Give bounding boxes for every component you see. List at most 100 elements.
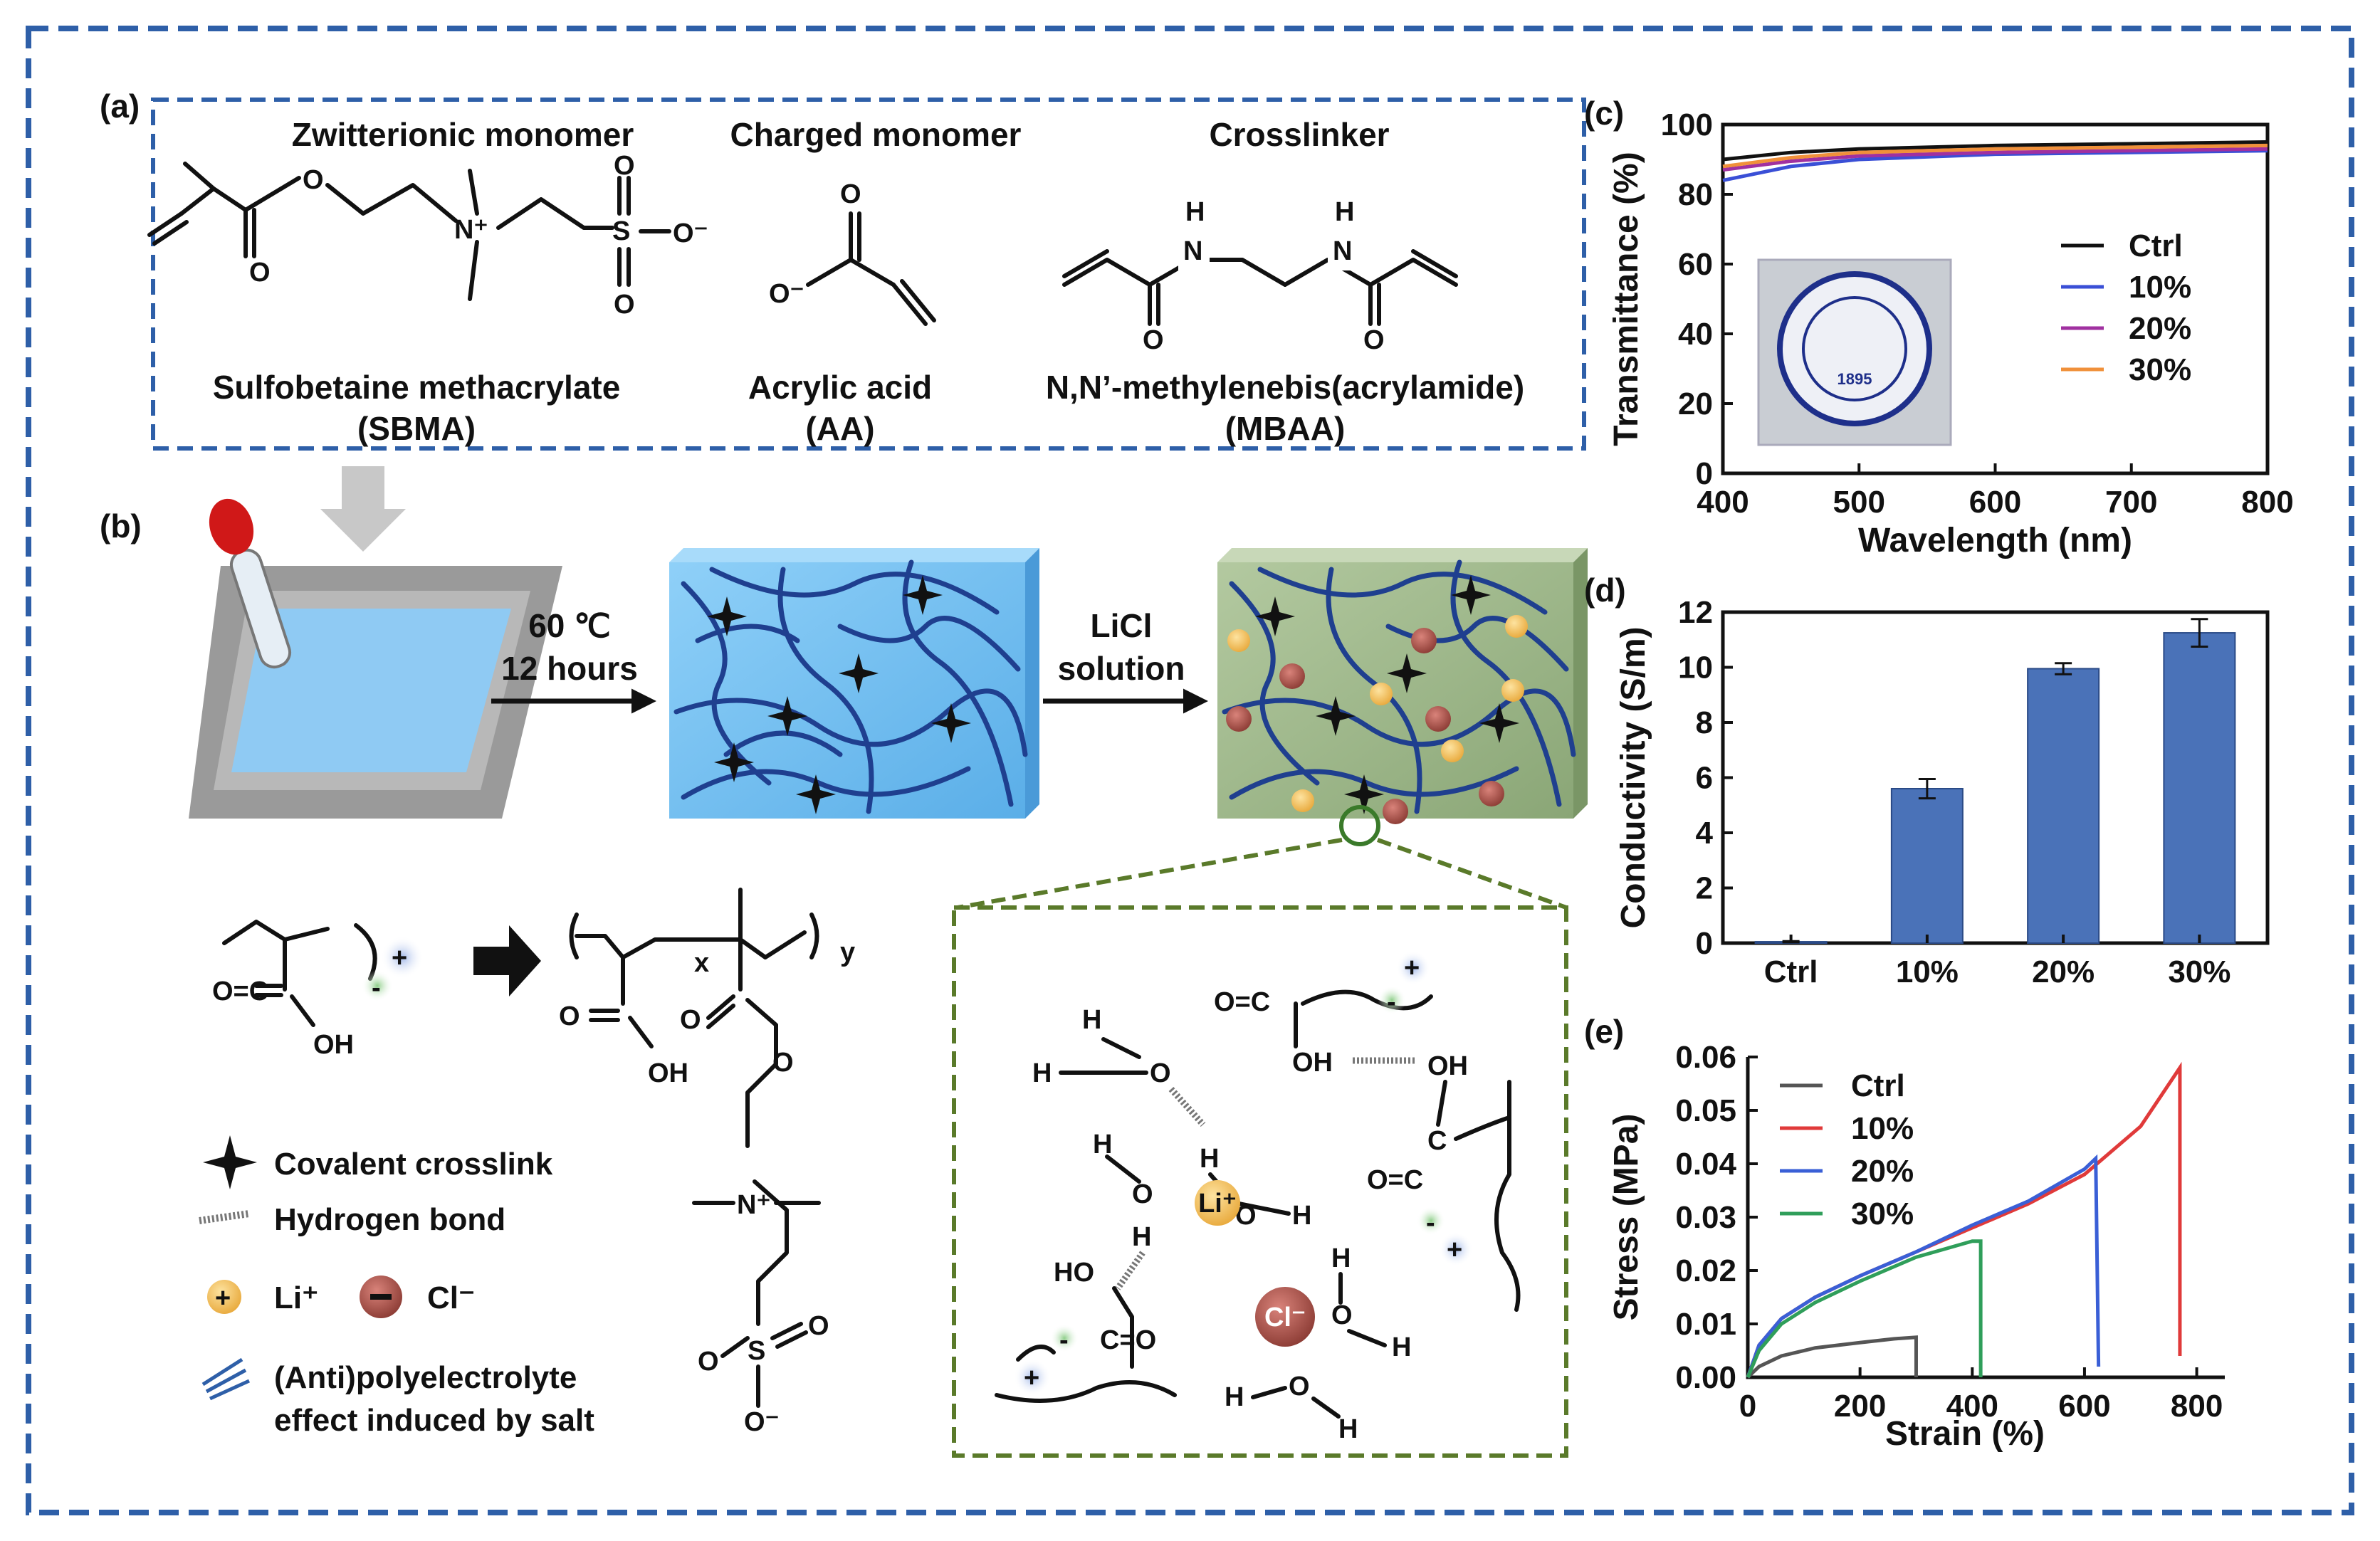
li-icon: [207, 1280, 241, 1314]
series-line-e-1: [1746, 1061, 2182, 1378]
y-axis-label-e: Stress (MPa): [1608, 1114, 1645, 1321]
aa-o2: O⁻: [769, 279, 804, 309]
sbma-n: N⁺: [454, 215, 488, 245]
scheme-x: x: [694, 948, 709, 978]
y-tick-label-c: 0: [1696, 456, 1713, 491]
scheme-o4: O: [698, 1347, 719, 1377]
scheme-o5: O: [808, 1311, 829, 1341]
bar-2: [2027, 668, 2100, 944]
inset-oc: O=C: [1214, 987, 1270, 1017]
legend-label-e: Ctrl: [1851, 1068, 1905, 1103]
legend-hbond: Hydrogen bond: [274, 1202, 505, 1237]
x-tick-label-c: 600: [1969, 485, 2021, 520]
y-tick-label-e: 0.02: [1675, 1253, 1736, 1288]
hydrogel-cube-blue: [669, 548, 1039, 819]
h2o-1-h2: H: [1032, 1058, 1052, 1088]
scheme-oh2: OH: [648, 1058, 688, 1088]
dropper-icon: [209, 498, 292, 669]
h2o-4-h2: H: [1392, 1332, 1411, 1362]
h2o-2-h: H: [1093, 1130, 1112, 1159]
scheme-n: N⁺: [737, 1190, 771, 1220]
zoom-line-right: [1376, 838, 1568, 910]
y-tick-label-e: 0.04: [1675, 1147, 1736, 1182]
series-line-c-3: [1722, 143, 2268, 169]
category-label-3: 30%: [2168, 954, 2230, 989]
scheme-o1: O: [559, 1001, 580, 1031]
legend-cl: Cl⁻: [427, 1280, 475, 1315]
y-tick-label-e: 0.03: [1675, 1200, 1736, 1235]
y-axis-label-c: Transmittance (%): [1608, 152, 1645, 446]
zoom-inset-frame: [952, 905, 1568, 1458]
step2-solution: solution: [1058, 650, 1185, 687]
panel-label-e: (e): [1584, 1013, 1624, 1050]
y-tick-label-d: 4: [1696, 816, 1714, 851]
x-tick-label-e: 400: [1946, 1389, 1998, 1424]
h2o-5-h: H: [1225, 1382, 1244, 1412]
down-arrow: [320, 466, 406, 552]
inset-detail: H H O H H O H O H HO C=O + - O=C OH + - …: [995, 951, 1521, 1444]
x-tick-label-e: 200: [1834, 1389, 1886, 1424]
legend-crosslink: Covalent crosslink: [274, 1147, 553, 1182]
y-tick-label-e: 0.05: [1675, 1093, 1736, 1128]
scheme-plus: +: [392, 943, 407, 973]
step2-salt: LiCl: [1091, 607, 1153, 644]
inset-oh: OH: [1292, 1048, 1333, 1078]
h2o-5-o: O: [1289, 1372, 1310, 1401]
inset-cl-text: Cl⁻: [1264, 1303, 1306, 1332]
mbaa-name: N,N’-methylenebis(acrylamide): [1046, 369, 1524, 406]
mbaa-h1: H: [1185, 197, 1205, 227]
zoom-line-left: [957, 838, 1343, 910]
y-tick-label-d: 0: [1696, 926, 1713, 961]
y-tick-label-c: 60: [1678, 247, 1713, 282]
panel-b-legend: Covalent crosslink Hydrogen bond + Li⁺ C…: [199, 1135, 594, 1438]
x-tick-label-c: 500: [1833, 485, 1885, 520]
y-tick-label-c: 40: [1678, 317, 1713, 352]
mbaa-abbr: (MBAA): [1225, 410, 1346, 447]
y-tick-label-e: 0.00: [1675, 1360, 1736, 1395]
inset-minus-3: -: [1426, 1208, 1435, 1238]
scheme-minus: -: [372, 973, 381, 1003]
y-tick-label-c: 80: [1678, 177, 1713, 212]
sbma-o4: O: [614, 290, 635, 320]
li-ions: [1227, 615, 1528, 812]
aa-name: Acrylic acid: [748, 369, 932, 406]
inset-plus-1: +: [1024, 1363, 1039, 1393]
step1-time: 12 hours: [501, 650, 638, 687]
scheme-s: S: [748, 1336, 765, 1366]
scheme-oh: OH: [313, 1030, 354, 1060]
inset-oh2: OH: [1427, 1051, 1468, 1081]
legend-label-c: 20%: [2129, 311, 2191, 346]
inset-li: [1195, 1180, 1240, 1226]
hydrogel-cube-green: [1217, 548, 1588, 846]
h2o-2-h2: H: [1200, 1144, 1219, 1174]
header-crosslinker: Crosslinker: [1209, 116, 1389, 153]
mold: [189, 566, 562, 819]
h2o-1-h: H: [1082, 1005, 1101, 1035]
inset-minus-2: -: [1387, 987, 1396, 1017]
university-logo-icon: [1777, 271, 1932, 426]
mbaa-o2: O: [1363, 325, 1385, 355]
category-label-1: 10%: [1896, 954, 1959, 989]
scheme-oc: O=C: [212, 977, 268, 1006]
sbma-o5: O⁻: [673, 219, 708, 248]
polyelectrolyte-icon: [201, 1357, 251, 1401]
bar-1: [1890, 788, 1964, 944]
category-label-0: Ctrl: [1764, 954, 1818, 989]
series-line-e-0: [1746, 1335, 1918, 1379]
h2o-5-h2: H: [1338, 1414, 1358, 1444]
y-tick-label-d: 8: [1696, 705, 1713, 740]
mbaa-n2: N: [1333, 236, 1352, 266]
x-axis-label-c: Wavelength (nm): [1858, 522, 2132, 559]
x-tick-label-e: 0: [1739, 1389, 1756, 1424]
header-charged: Charged monomer: [730, 116, 1022, 153]
legend-label-e: 20%: [1851, 1154, 1914, 1189]
legend-poly-1: (Anti)polyelectrolyte: [274, 1360, 577, 1395]
cl-icon-sign: [370, 1294, 392, 1300]
legend-label-c: Ctrl: [2129, 228, 2183, 263]
y-tick-label-e: 0.06: [1675, 1040, 1736, 1075]
mbaa-h2: H: [1335, 197, 1354, 227]
scheme-y: y: [840, 937, 855, 967]
